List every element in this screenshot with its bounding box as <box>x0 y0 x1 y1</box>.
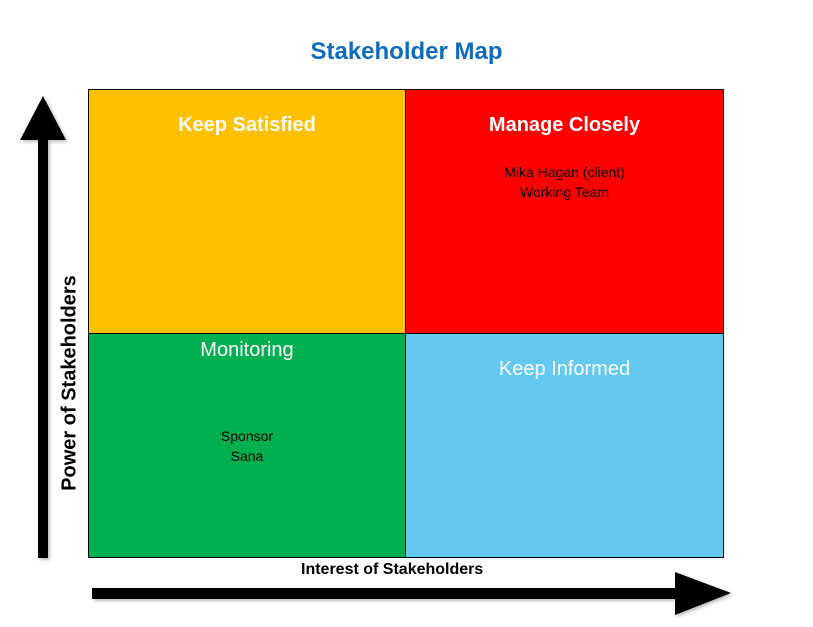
quadrant-items: Sponsor Sana <box>89 426 405 466</box>
quadrant-heading: Keep Informed <box>498 358 631 380</box>
quadrant-keep-informed: Keep Informed <box>405 333 724 558</box>
stakeholder-item: Sana <box>230 448 264 464</box>
quadrant-monitoring: Monitoring Sponsor Sana <box>88 333 406 558</box>
page-title: Stakeholder Map <box>310 38 503 65</box>
quadrant-heading: Manage Closely <box>488 114 641 136</box>
stakeholder-item: Sponsor <box>220 428 274 444</box>
up-arrow-icon <box>20 96 66 558</box>
y-axis-label: Power of Stakeholders <box>58 275 81 491</box>
quadrant-heading: Keep Satisfied <box>178 114 316 136</box>
quadrant-keep-satisfied: Keep Satisfied <box>88 89 406 334</box>
quadrant-manage-closely: Manage Closely Mika Hagan (client) Worki… <box>405 89 724 334</box>
stakeholder-item: Mika Hagan (client) <box>504 164 625 180</box>
right-arrow-icon <box>92 572 731 615</box>
x-axis-label: Interest of Stakeholders <box>301 561 484 578</box>
stakeholder-item: Working Team <box>520 184 609 200</box>
quadrant-items: Mika Hagan (client) Working Team <box>406 162 723 202</box>
quadrant-heading: Monitoring <box>200 339 294 361</box>
